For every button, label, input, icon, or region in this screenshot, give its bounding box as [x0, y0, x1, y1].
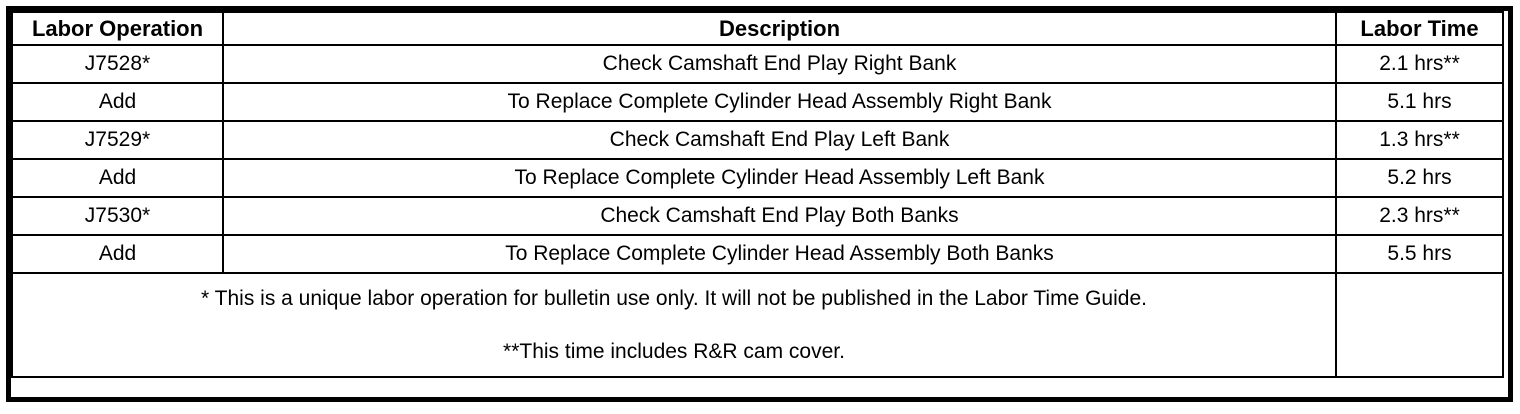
table-row: Add To Replace Complete Cylinder Head As…	[11, 82, 1504, 122]
col-header-labor-operation: Labor Operation	[11, 11, 224, 46]
labor-time-cell: 2.1 hrs**	[1335, 44, 1504, 84]
description-cell: To Replace Complete Cylinder Head Assemb…	[222, 82, 1337, 122]
labor-operation-cell: Add	[11, 158, 224, 198]
col-header-labor-time: Labor Time	[1335, 11, 1504, 46]
labor-operations-table: Labor Operation Description Labor Time J…	[11, 11, 1504, 378]
labor-time-cell: 5.2 hrs	[1335, 158, 1504, 198]
footnotes-row: * This is a unique labor operation for b…	[11, 272, 1504, 378]
description-cell: Check Camshaft End Play Left Bank	[222, 120, 1337, 160]
labor-time-cell: 2.3 hrs**	[1335, 196, 1504, 236]
labor-operation-cell: Add	[11, 82, 224, 122]
table-row: Add To Replace Complete Cylinder Head As…	[11, 234, 1504, 274]
footnote-single-asterisk: * This is a unique labor operation for b…	[201, 286, 1147, 310]
labor-table-frame: Labor Operation Description Labor Time J…	[6, 6, 1513, 402]
labor-time-cell: 5.5 hrs	[1335, 234, 1504, 274]
col-header-description: Description	[222, 11, 1337, 46]
labor-time-cell: 5.1 hrs	[1335, 82, 1504, 122]
labor-time-cell: 1.3 hrs**	[1335, 120, 1504, 160]
description-cell: To Replace Complete Cylinder Head Assemb…	[222, 158, 1337, 198]
footnotes-cell: * This is a unique labor operation for b…	[11, 272, 1337, 378]
table-row: J7529* Check Camshaft End Play Left Bank…	[11, 120, 1504, 160]
labor-operation-cell: J7528*	[11, 44, 224, 84]
description-cell: Check Camshaft End Play Right Bank	[222, 44, 1337, 84]
table-row: Add To Replace Complete Cylinder Head As…	[11, 158, 1504, 198]
description-cell: To Replace Complete Cylinder Head Assemb…	[222, 234, 1337, 274]
table-row: J7528* Check Camshaft End Play Right Ban…	[11, 44, 1504, 84]
empty-labor-time-cell	[1335, 272, 1504, 378]
table-row: J7530* Check Camshaft End Play Both Bank…	[11, 196, 1504, 236]
labor-operation-cell: J7529*	[11, 120, 224, 160]
description-cell: Check Camshaft End Play Both Banks	[222, 196, 1337, 236]
labor-operation-cell: J7530*	[11, 196, 224, 236]
footnote-double-asterisk: **This time includes R&R cam cover.	[503, 340, 845, 363]
header-row: Labor Operation Description Labor Time	[11, 11, 1504, 46]
labor-operation-cell: Add	[11, 234, 224, 274]
